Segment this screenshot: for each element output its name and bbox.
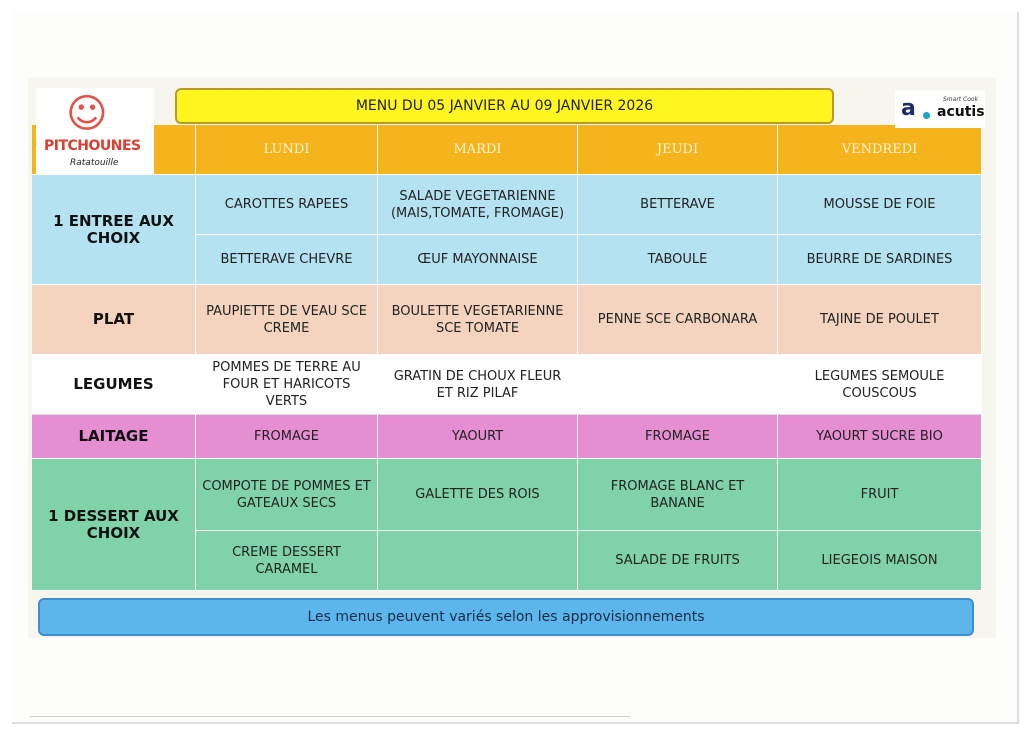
logo-sub: Ratatouille: [70, 158, 119, 168]
header-day: MARDI: [378, 125, 578, 175]
acutis-logo: a Smart Cook acutis: [895, 90, 985, 128]
menu-cell: LIEGEOIS MAISON: [778, 531, 982, 591]
menu-cell: [378, 531, 578, 591]
row-label-plat: PLAT: [32, 285, 196, 355]
acutis-tagline: Smart Cook: [943, 96, 979, 103]
menu-cell: LEGUMES SEMOULE COUSCOUS: [778, 355, 982, 415]
menu-cell: YAOURT: [378, 415, 578, 459]
menu-table: LUNDI MARDI JEUDI VENDREDI 1 ENTREE AUX …: [32, 125, 982, 591]
menu-cell: FROMAGE: [196, 415, 378, 459]
menu-cell: BOULETTE VEGETARIENNE SCE TOMATE: [378, 285, 578, 355]
acutis-dot: [923, 112, 930, 119]
menu-cell: FROMAGE BLANC ET BANANE: [578, 459, 778, 531]
menu-cell: PENNE SCE CARBONARA: [578, 285, 778, 355]
header-day: JEUDI: [578, 125, 778, 175]
pitchounes-logo: ☺ PITCHOUNES Ratatouille: [36, 88, 154, 174]
menu-cell: BEURRE DE SARDINES: [778, 235, 982, 285]
menu-title: MENU DU 05 JANVIER AU 09 JANVIER 2026: [175, 88, 834, 124]
menu-cell: TABOULE: [578, 235, 778, 285]
menu-cell: TAJINE DE POULET: [778, 285, 982, 355]
row-label-dessert: 1 DESSERT AUX CHOIX: [32, 459, 196, 591]
row-label-laitage: LAITAGE: [32, 415, 196, 459]
menu-cell: FROMAGE: [578, 415, 778, 459]
menu-cell: COMPOTE DE POMMES ET GATEAUX SECS: [196, 459, 378, 531]
row-label-legumes: LEGUMES: [32, 355, 196, 415]
scan-line: [30, 716, 630, 717]
header-day: LUNDI: [196, 125, 378, 175]
menu-cell: SALADE DE FRUITS: [578, 531, 778, 591]
header-day: VENDREDI: [778, 125, 982, 175]
menu-cell: CAROTTES RAPEES: [196, 175, 378, 235]
menu-cell: FRUIT: [778, 459, 982, 531]
acutis-name: acutis: [937, 104, 985, 120]
menu-cell: GRATIN DE CHOUX FLEUR ET RIZ PILAF: [378, 355, 578, 415]
footer-note: Les menus peuvent variés selon les appro…: [38, 598, 974, 636]
logo-brand: PITCHOUNES: [44, 138, 141, 154]
children-figure-icon: ☺: [66, 91, 108, 137]
menu-cell: GALETTE DES ROIS: [378, 459, 578, 531]
menu-cell: YAOURT SUCRE BIO: [778, 415, 982, 459]
menu-cell: POMMES DE TERRE AU FOUR ET HARICOTS VERT…: [196, 355, 378, 415]
menu-cell: BETTERAVE: [578, 175, 778, 235]
menu-cell: [578, 355, 778, 415]
menu-cell: BETTERAVE CHEVRE: [196, 235, 378, 285]
acutis-mark-icon: a: [901, 96, 916, 121]
row-label-entree: 1 ENTREE AUX CHOIX: [32, 175, 196, 285]
menu-cell: MOUSSE DE FOIE: [778, 175, 982, 235]
menu-cell: ŒUF MAYONNAISE: [378, 235, 578, 285]
menu-cell: SALADE VEGETARIENNE (MAIS,TOMATE, FROMAG…: [378, 175, 578, 235]
menu-cell: PAUPIETTE DE VEAU SCE CREME: [196, 285, 378, 355]
menu-cell: CREME DESSERT CARAMEL: [196, 531, 378, 591]
